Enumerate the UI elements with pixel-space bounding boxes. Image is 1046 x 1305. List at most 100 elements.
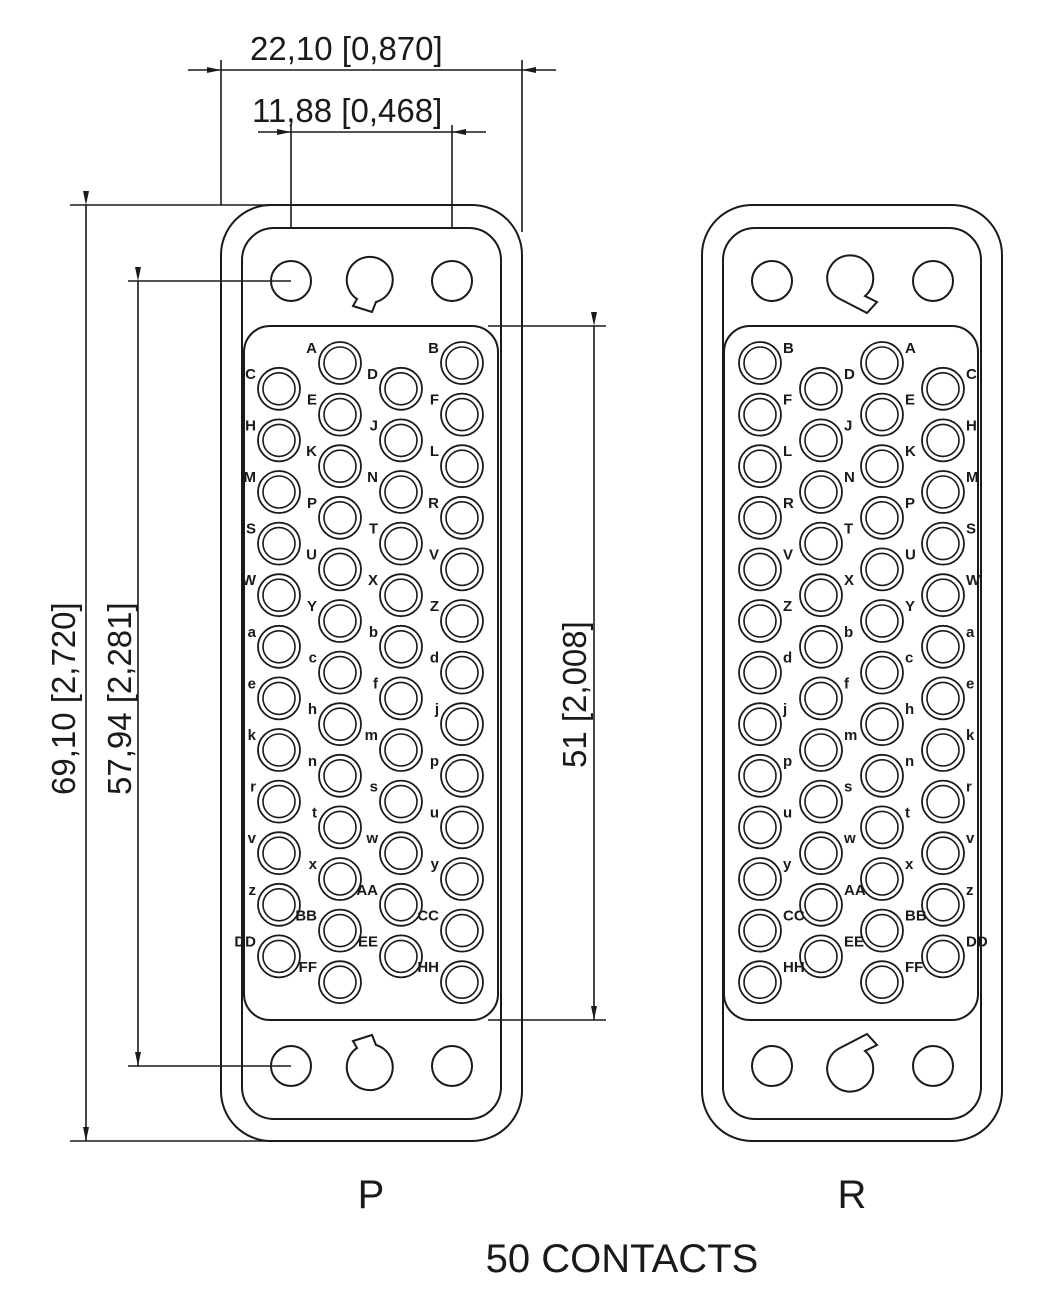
view-r-contact-ring xyxy=(860,908,904,953)
view-r-contact-ring xyxy=(860,392,904,437)
view-p-contact-label: N xyxy=(367,469,378,486)
view-p-contact-BB: BB xyxy=(295,908,362,953)
view-r-contact-socket xyxy=(865,604,899,638)
view-p-contact-P: P xyxy=(307,495,362,540)
view-r-contact-socket xyxy=(743,655,777,690)
view-r-contact-label: AA xyxy=(844,882,866,899)
view-p-contact-L: L xyxy=(430,443,484,489)
view-r-contact-n: n xyxy=(860,753,914,798)
view-p-contact-w: w xyxy=(365,830,423,876)
view-p-contact-u: u xyxy=(430,804,484,850)
view-p-contact-socket xyxy=(262,629,296,664)
view-p-contact-ring xyxy=(318,753,362,798)
view-p-contact-ring xyxy=(318,805,362,850)
view-r-contact-U: U xyxy=(860,546,916,592)
view-p-contact-N: N xyxy=(367,469,423,514)
view-r-contact-ring xyxy=(738,341,782,385)
view-r-contact-z: z xyxy=(921,882,974,927)
view-p-contact-H: H xyxy=(245,417,301,463)
view-p-contact-socket xyxy=(445,449,479,484)
view-r-contact-socket xyxy=(865,862,899,896)
view-p-contact-y: y xyxy=(431,856,484,901)
view-p-contact-label: FF xyxy=(299,959,317,976)
view-r-contact-label: k xyxy=(966,727,975,744)
view-p-contact-label: e xyxy=(248,675,256,692)
view-p-contact-t: t xyxy=(312,804,362,850)
view-p-contact-socket xyxy=(323,449,357,484)
view-r-contact-socket xyxy=(804,526,838,561)
view-p-contact-r: r xyxy=(250,779,301,824)
view-p-contact-socket xyxy=(445,346,479,380)
view-r-contact-socket xyxy=(804,836,838,871)
view-p-contact-k: k xyxy=(248,727,301,772)
view-p-contact-label: S xyxy=(246,521,256,538)
view-r-contact-ring xyxy=(799,366,843,411)
view-p-contact-label: U xyxy=(306,546,317,563)
view-r-contact-label: CC xyxy=(783,908,805,925)
view-r-contact-socket xyxy=(743,346,777,380)
view-r-contact-label: a xyxy=(966,624,975,641)
view-p-contact-B: B xyxy=(428,340,484,385)
view-r-contact-ring xyxy=(860,341,904,385)
view-p-contact-ring xyxy=(379,779,423,824)
view-p-contact-ring xyxy=(379,831,423,876)
view-r-contact-ring xyxy=(921,676,965,721)
view-p-contact-EE: EE xyxy=(358,933,423,979)
view-p-contact-socket xyxy=(384,836,418,871)
view-p-contact-socket xyxy=(384,371,418,406)
view-r-contact-socket xyxy=(804,939,838,974)
view-r-contact-socket xyxy=(743,965,777,1000)
view-p-contact-label: Z xyxy=(430,598,439,615)
view-p-contact-socket xyxy=(384,733,418,767)
view-r-contact-T: T xyxy=(799,521,853,566)
view-p-contact-label: CC xyxy=(417,908,439,925)
view-p-contact-ring xyxy=(379,882,423,927)
view-r-contact-ring xyxy=(921,573,965,618)
view-p-contact-socket xyxy=(262,371,296,406)
view-p-contact-ring xyxy=(440,547,484,592)
view-p-contact-socket xyxy=(384,629,418,664)
view-p-contact-label: DD xyxy=(234,933,256,950)
view-p-contact-label: a xyxy=(248,624,257,641)
view-r-contact-label: F xyxy=(783,392,792,409)
view-p-contact-FF: FF xyxy=(299,959,362,1005)
view-p-contact-socket xyxy=(384,887,418,922)
view-p-contact-label: M xyxy=(244,469,257,486)
view-r-contact-r: r xyxy=(921,779,972,824)
view-p-contact-ring xyxy=(318,547,362,592)
view-r-contact-c: c xyxy=(860,650,913,695)
view-r-contact-socket xyxy=(743,500,777,535)
view-p-contact-ring xyxy=(257,573,301,618)
view-r-contact-socket xyxy=(865,552,899,587)
view-p-contact-socket xyxy=(384,475,418,509)
view-p-contact-label: E xyxy=(307,392,317,409)
view-r-contact-F: F xyxy=(738,392,792,437)
view-r-contact-R: R xyxy=(738,495,794,540)
view-p-contact-ring xyxy=(440,753,484,798)
view-r-contact-socket xyxy=(926,423,960,458)
view-r-contact-b: b xyxy=(799,624,853,669)
view-r-contact-socket xyxy=(865,758,899,793)
view-p-contact-ring xyxy=(440,908,484,953)
view-r-contact-ring xyxy=(738,547,782,592)
view-r-contact-label: E xyxy=(905,392,915,409)
view-r-contact-socket xyxy=(804,887,838,922)
view-p-contact-D: D xyxy=(367,366,423,411)
view-r-contact-socket xyxy=(865,655,899,690)
view-p-contact-label: HH xyxy=(417,959,439,976)
view-r-contact-ring xyxy=(860,960,904,1005)
view-p-contact-label: t xyxy=(312,804,317,821)
view-p-contact-socket xyxy=(262,939,296,974)
view-r-contact-socket xyxy=(804,733,838,767)
view-r-contact-D: D xyxy=(799,366,855,411)
view-p-contact-label: AA xyxy=(356,882,378,899)
view-p-contact-ring xyxy=(257,934,301,979)
view-p-contact-label: f xyxy=(373,675,379,692)
view-r-contact-ring xyxy=(738,702,782,747)
view-r-contact-label: S xyxy=(966,521,976,538)
view-r-contact-ring xyxy=(921,779,965,824)
view-r-contact-socket xyxy=(865,965,899,1000)
view-r-contact-socket xyxy=(926,836,960,871)
view-r-contact-m: m xyxy=(799,727,857,772)
view-r-contact-ring xyxy=(921,521,965,566)
